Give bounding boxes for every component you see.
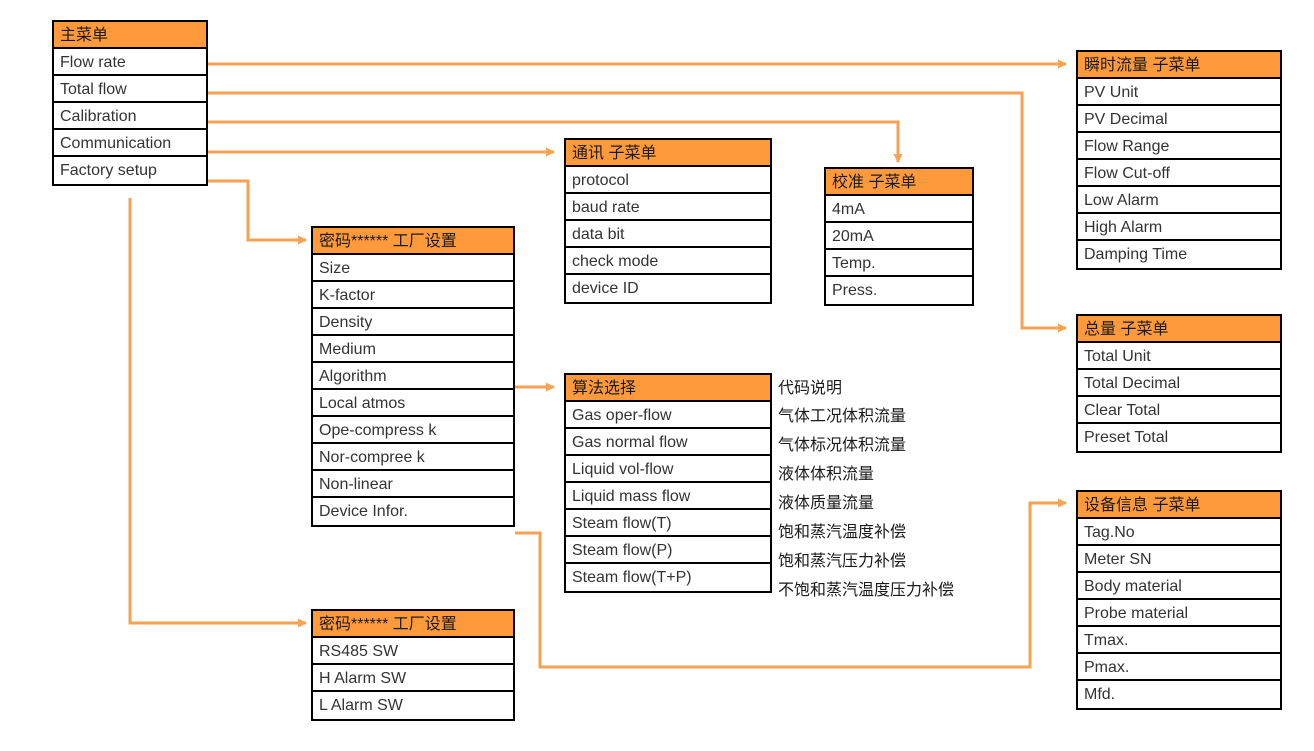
box-device-info-submenu: 设备信息 子菜单 Tag.No Meter SN Body material P… (1076, 490, 1282, 710)
menu-item-steam-flow-tp[interactable]: Steam flow(T+P) (566, 564, 770, 591)
menu-item-l-alarm-sw[interactable]: L Alarm SW (313, 692, 513, 719)
menu-item-medium[interactable]: Medium (313, 336, 513, 363)
menu-item-temp[interactable]: Temp. (826, 250, 972, 277)
menu-item-flow-cut-off[interactable]: Flow Cut-off (1078, 160, 1280, 187)
menu-item-local-atmos[interactable]: Local atmos (313, 390, 513, 417)
menu-item-pv-unit[interactable]: PV Unit (1078, 79, 1280, 106)
menu-item-calibration[interactable]: Calibration (54, 103, 206, 130)
menu-item-gas-normal-flow[interactable]: Gas normal flow (566, 429, 770, 456)
menu-item-baud-rate[interactable]: baud rate (566, 194, 770, 221)
menu-item-total-unit[interactable]: Total Unit (1078, 343, 1280, 370)
box-total-flow-submenu: 总量 子菜单 Total Unit Total Decimal Clear To… (1076, 314, 1282, 453)
box-algorithm-select: 算法选择 Gas oper-flow Gas normal flow Liqui… (564, 373, 772, 593)
box-device-info-submenu-title: 设备信息 子菜单 (1078, 492, 1280, 519)
menu-item-density[interactable]: Density (313, 309, 513, 336)
menu-item-tmax[interactable]: Tmax. (1078, 627, 1280, 654)
menu-item-tag-no[interactable]: Tag.No (1078, 519, 1280, 546)
box-flow-rate-submenu-title: 瞬时流量 子菜单 (1078, 52, 1280, 79)
menu-item-total-flow[interactable]: Total flow (54, 76, 206, 103)
annotation-gas-oper-flow: 气体工况体积流量 (778, 408, 907, 425)
menu-item-gas-oper-flow[interactable]: Gas oper-flow (566, 402, 770, 429)
menu-item-meter-sn[interactable]: Meter SN (1078, 546, 1280, 573)
annotation-steam-flow-tp: 不饱和蒸汽温度压力补偿 (778, 582, 955, 599)
menu-item-preset-total[interactable]: Preset Total (1078, 424, 1280, 451)
annotation-steam-flow-p: 饱和蒸汽压力补偿 (778, 553, 907, 570)
menu-item-high-alarm[interactable]: High Alarm (1078, 214, 1280, 241)
menu-item-steam-flow-t[interactable]: Steam flow(T) (566, 510, 770, 537)
annotation-gas-normal-flow: 气体标况体积流量 (778, 437, 907, 454)
menu-item-low-alarm[interactable]: Low Alarm (1078, 187, 1280, 214)
annotation-liquid-mass-flow: 液体质量流量 (778, 495, 875, 512)
menu-item-flow-range[interactable]: Flow Range (1078, 133, 1280, 160)
menu-item-body-material[interactable]: Body material (1078, 573, 1280, 600)
menu-item-liquid-mass-flow[interactable]: Liquid mass flow (566, 483, 770, 510)
box-factory-setup-2-title: 密码****** 工厂设置 (313, 611, 513, 638)
box-factory-setup-title: 密码****** 工厂设置 (313, 228, 513, 255)
annotation-steam-flow-t: 饱和蒸汽温度补偿 (778, 524, 907, 541)
menu-item-probe-material[interactable]: Probe material (1078, 600, 1280, 627)
menu-item-k-factor[interactable]: K-factor (313, 282, 513, 309)
menu-item-ope-compress-k[interactable]: Ope-compress k (313, 417, 513, 444)
menu-item-pmax[interactable]: Pmax. (1078, 654, 1280, 681)
box-communication-submenu-title: 通讯 子菜单 (566, 140, 770, 167)
menu-item-data-bit[interactable]: data bit (566, 221, 770, 248)
menu-item-non-linear[interactable]: Non-linear (313, 471, 513, 498)
box-total-flow-submenu-title: 总量 子菜单 (1078, 316, 1280, 343)
box-factory-setup-2: 密码****** 工厂设置 RS485 SW H Alarm SW L Alar… (311, 609, 515, 721)
menu-item-press[interactable]: Press. (826, 277, 972, 304)
menu-item-pv-decimal[interactable]: PV Decimal (1078, 106, 1280, 133)
box-algorithm-select-title: 算法选择 (566, 375, 770, 402)
connector-factory-setup-2 (128, 198, 307, 628)
menu-item-communication[interactable]: Communication (54, 130, 206, 157)
box-flow-rate-submenu: 瞬时流量 子菜单 PV Unit PV Decimal Flow Range F… (1076, 50, 1282, 270)
menu-item-flow-rate[interactable]: Flow rate (54, 49, 206, 76)
menu-item-total-decimal[interactable]: Total Decimal (1078, 370, 1280, 397)
menu-item-rs485-sw[interactable]: RS485 SW (313, 638, 513, 665)
annotation-heading: 代码说明 (778, 380, 843, 397)
menu-item-mfd[interactable]: Mfd. (1078, 681, 1280, 708)
menu-item-clear-total[interactable]: Clear Total (1078, 397, 1280, 424)
menu-item-factory-setup[interactable]: Factory setup (54, 157, 206, 184)
annotation-liquid-vol-flow: 液体体积流量 (778, 466, 875, 483)
box-calibration-submenu-title: 校准 子菜单 (826, 169, 972, 196)
menu-item-nor-compree-k[interactable]: Nor-compree k (313, 444, 513, 471)
box-main-menu: 主菜单 Flow rate Total flow Calibration Com… (52, 20, 208, 186)
box-main-menu-title: 主菜单 (54, 22, 206, 49)
menu-item-algorithm[interactable]: Algorithm (313, 363, 513, 390)
menu-item-h-alarm-sw[interactable]: H Alarm SW (313, 665, 513, 692)
menu-item-protocol[interactable]: protocol (566, 167, 770, 194)
connector-factory-setup (208, 179, 307, 245)
box-communication-submenu: 通讯 子菜单 protocol baud rate data bit check… (564, 138, 772, 304)
menu-item-liquid-vol-flow[interactable]: Liquid vol-flow (566, 456, 770, 483)
box-calibration-submenu: 校准 子菜单 4mA 20mA Temp. Press. (824, 167, 974, 306)
menu-item-device-infor[interactable]: Device Infor. (313, 498, 513, 525)
menu-item-steam-flow-p[interactable]: Steam flow(P) (566, 537, 770, 564)
menu-item-device-id[interactable]: device ID (566, 275, 770, 302)
box-factory-setup: 密码****** 工厂设置 Size K-factor Density Medi… (311, 226, 515, 527)
menu-item-size[interactable]: Size (313, 255, 513, 282)
menu-item-check-mode[interactable]: check mode (566, 248, 770, 275)
menu-item-damping-time[interactable]: Damping Time (1078, 241, 1280, 268)
menu-item-4ma[interactable]: 4mA (826, 196, 972, 223)
menu-item-20ma[interactable]: 20mA (826, 223, 972, 250)
algorithm-annotations: 代码说明 气体工况体积流量 气体标况体积流量 液体体积流量 液体质量流量 饱和蒸… (778, 375, 954, 605)
connector-calibration (208, 120, 903, 163)
